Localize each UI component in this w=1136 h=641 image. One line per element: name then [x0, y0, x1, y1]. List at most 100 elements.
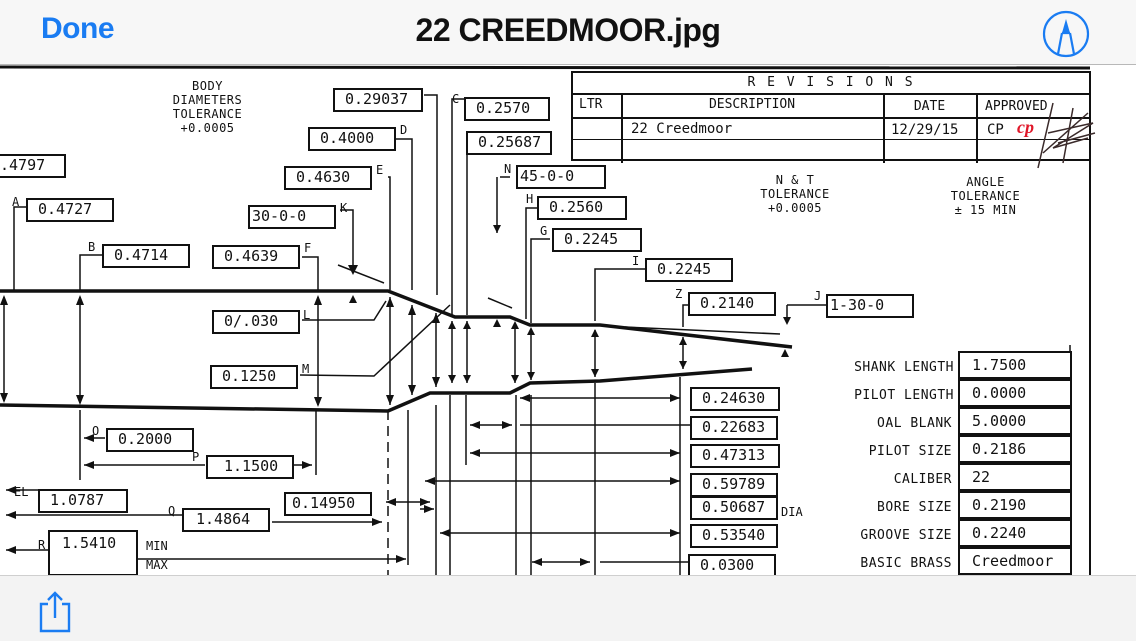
- dim-top-left: .4797: [0, 154, 66, 178]
- dim-right-3: 0.47313: [690, 444, 780, 468]
- dim-right-6: 0.53540: [690, 524, 778, 548]
- spec-label: PILOT LENGTH: [854, 388, 954, 403]
- dim-letter-n: N: [504, 162, 512, 176]
- dim-letter-m: M: [302, 362, 310, 376]
- done-button[interactable]: Done: [41, 12, 115, 45]
- note-line: +0.0005: [180, 121, 235, 135]
- dim-a: 0.4727: [26, 198, 114, 222]
- file-title: 22 CREEDMOOR.jpg: [415, 12, 721, 48]
- note-line: TOLERANCE: [950, 189, 1021, 203]
- note-line: TOLERANCE: [760, 187, 830, 201]
- top-navigation-bar: Done 22 CREEDMOOR.jpg: [0, 0, 1136, 65]
- dim-r-min: MIN: [146, 539, 168, 553]
- share-icon: [39, 591, 71, 633]
- dim-letter-o: O: [92, 424, 100, 438]
- dim-letter-el: EL: [14, 485, 29, 499]
- drawing-lines: [0, 65, 1091, 575]
- spec-value: 0.0000: [958, 379, 1072, 407]
- note-line: N & T: [775, 173, 815, 187]
- dim-letter-z: Z: [675, 287, 683, 301]
- note-line: ANGLE: [966, 175, 1005, 189]
- dim-c2: 0.29037: [333, 88, 423, 112]
- dim-letter-j: J: [814, 289, 822, 303]
- spec-label: PILOT SIZE: [868, 444, 952, 459]
- dim-b: 0.4714: [102, 244, 190, 268]
- signature-scribble: [1037, 102, 1096, 169]
- spec-value: 22: [958, 463, 1072, 491]
- spec-value: 1.7500: [958, 351, 1072, 379]
- dim-letter-a: A: [12, 195, 20, 209]
- note-line: ± 15 MIN: [954, 203, 1017, 217]
- spec-label: CALIBER: [893, 472, 952, 487]
- dim-f: 0.4639: [212, 245, 300, 269]
- dim-q: 1.4864: [182, 508, 270, 532]
- header-ltr: LTR: [579, 97, 603, 112]
- dim-letter-q: Q: [168, 504, 176, 518]
- dim-letter-r: R: [38, 538, 46, 552]
- dim-letter-g: G: [540, 224, 548, 238]
- spec-value: Creedmoor: [958, 547, 1072, 575]
- bottom-toolbar: [0, 575, 1136, 641]
- dim-i: 0.2245: [645, 258, 733, 282]
- dim-z: 0.2140: [688, 292, 776, 316]
- dim-letter-d: D: [400, 123, 408, 137]
- dim-letter-b: B: [88, 240, 96, 254]
- dim-right-5: 0.50687: [690, 496, 778, 520]
- spec-value: 0.2240: [958, 519, 1072, 547]
- dim-right-2: 0.22683: [690, 416, 778, 440]
- dim-o: 0.2000: [106, 428, 194, 452]
- dim-e: 0.4630: [284, 166, 372, 190]
- nt-tolerance-note: N & T TOLERANCE +0.0005: [740, 173, 850, 215]
- dim-k: 30-0-0: [248, 205, 336, 229]
- spec-value: 0.2186: [958, 435, 1072, 463]
- revisions-title: R E V I S I O N S: [747, 75, 915, 90]
- dia-label: DIA: [781, 505, 803, 519]
- dim-el: 1.0787: [38, 489, 128, 513]
- spec-value: 5.0000: [958, 407, 1072, 435]
- dim-m: 0.1250: [210, 365, 298, 389]
- dim-c3: 0.25687: [466, 131, 552, 155]
- note-line: BODY: [192, 79, 223, 93]
- dim-g: 0.2245: [552, 228, 642, 252]
- approval-initials: cp: [1017, 117, 1034, 137]
- spec-label: GROOVE SIZE: [860, 528, 952, 543]
- note-line: TOLERANCE: [172, 107, 243, 121]
- dim-h: 0.2560: [537, 196, 627, 220]
- dim-d: 0.4000: [308, 127, 396, 151]
- header-date: DATE: [913, 99, 946, 114]
- spec-value: 0.2190: [958, 491, 1072, 519]
- dim-n: 45-0-0: [516, 165, 606, 189]
- revision-description: 22 Creedmoor: [631, 121, 733, 137]
- dim-c: 0.2570: [464, 97, 550, 121]
- dim-letter-h: H: [526, 192, 534, 206]
- dim-right-4: 0.59789: [690, 473, 778, 497]
- dim-r-max: MAX: [146, 558, 168, 572]
- spec-label: BASIC BRASS: [860, 556, 952, 571]
- markup-pen-icon: [1042, 10, 1090, 58]
- angle-tolerance-note: ANGLE TOLERANCE ± 15 MIN: [928, 175, 1043, 217]
- note-line: +0.0005: [767, 201, 823, 215]
- dim-j: 1-30-0: [826, 294, 914, 318]
- dim-letter-f: F: [304, 241, 312, 255]
- revision-approved: CP: [987, 122, 1004, 138]
- dim-r: 1.5410: [48, 530, 138, 575]
- markup-button[interactable]: [1040, 8, 1092, 60]
- dim-p: 1.1500: [206, 455, 294, 479]
- dim-letter-p: P: [192, 450, 200, 464]
- dim-letter-i: I: [632, 254, 640, 268]
- dim-letter-c: C: [452, 92, 460, 106]
- dim-right-7: 0.0300: [688, 554, 776, 575]
- revision-date: 12/29/15: [891, 122, 959, 138]
- spec-label: SHANK LENGTH: [854, 360, 954, 375]
- dim-letter-k: K: [340, 201, 348, 215]
- spec-label: BORE SIZE: [877, 500, 952, 515]
- document-image: BODY DIAMETERS TOLERANCE +0.0005 N & T T…: [0, 65, 1136, 575]
- dim-letter-l: L: [303, 308, 311, 322]
- dim-right-1: 0.24630: [690, 387, 780, 411]
- share-button[interactable]: [38, 590, 72, 634]
- dim-l: 0/.030: [212, 310, 300, 334]
- spec-label: OAL BLANK: [877, 416, 952, 431]
- header-approved: APPROVED: [985, 99, 1048, 114]
- dim-q2: 0.14950: [284, 492, 372, 516]
- header-description: DESCRIPTION: [708, 97, 796, 112]
